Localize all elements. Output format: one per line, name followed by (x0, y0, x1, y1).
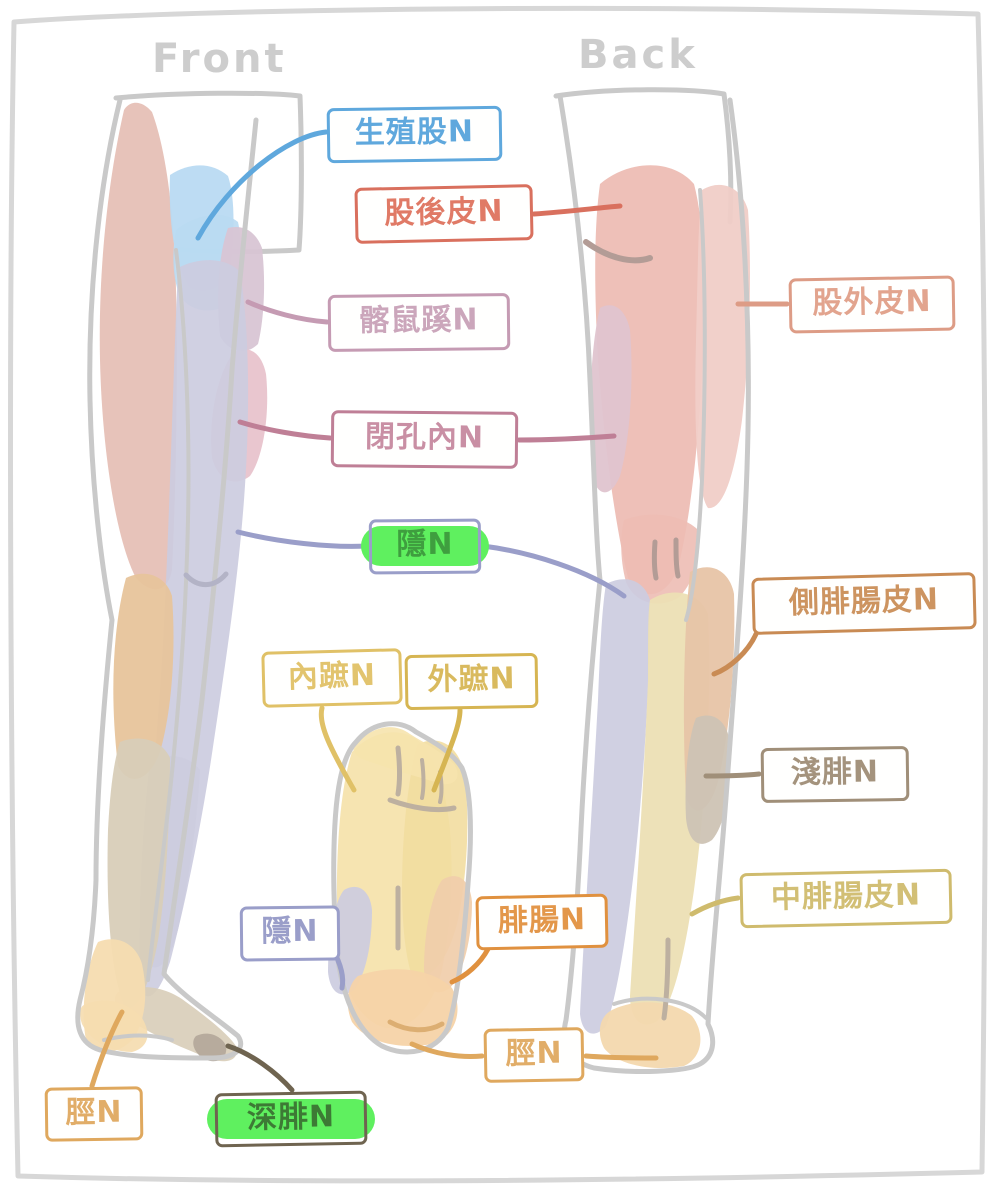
label-tibial-leg[interactable]: 脛N (44, 1086, 144, 1142)
page-frame (8, 5, 988, 1184)
back-superficial-peroneal-region (685, 715, 731, 844)
back-obturator-region (590, 305, 632, 493)
leader-saphenous-knee-right (480, 543, 627, 599)
label-superficial-peroneal[interactable]: 淺腓N (760, 745, 910, 804)
leader-deep-peroneal (225, 1043, 295, 1093)
leader-lines (89, 129, 790, 1093)
label-obturator[interactable]: 閉孔內N (330, 410, 519, 469)
label-posterior-femoral-cutaneous[interactable]: 股後皮N (354, 184, 534, 244)
sole-toe-line-2 (420, 758, 426, 800)
leader-obturator-back (516, 433, 617, 443)
leader-posterior-femoral-cutaneous (531, 203, 623, 217)
back-knee-crease-right (673, 537, 681, 579)
back-posterior-femoral-lower (621, 514, 700, 604)
leader-lateral-sural (711, 631, 759, 677)
leader-tibial-foot-left (409, 1041, 485, 1059)
leader-ilioinguinal (245, 299, 330, 325)
back-lateral-femoral-cutaneous-region (695, 184, 750, 509)
back-knee-crease-left (651, 539, 659, 581)
leader-tibial-foot-right (583, 1053, 659, 1061)
label-medial-sural-cutaneous[interactable]: 中腓腸皮N (739, 868, 953, 929)
leader-medial-plantar (318, 705, 357, 793)
sole-outline (331, 721, 473, 1055)
back-gluteal-fold (583, 239, 653, 264)
back-tibial-region (599, 1002, 701, 1068)
back-heel-outline (612, 996, 708, 1020)
front-deep-peroneal-region (193, 1033, 227, 1062)
leader-lateral-plantar (431, 707, 463, 793)
back-posterior-femoral-cutaneous-region (595, 165, 705, 595)
leader-obturator-front (237, 419, 333, 441)
label-sural[interactable]: 腓腸N (475, 893, 609, 951)
sole-ball-line (387, 797, 457, 813)
back-achilles-line (661, 937, 671, 1021)
back-shorts-outline (553, 87, 734, 225)
label-saphenous-knee[interactable]: 隱N (368, 518, 482, 575)
leader-sural (449, 946, 491, 985)
front-view-title: Front (152, 36, 287, 82)
deep-peroneal-highlight (207, 1099, 375, 1139)
label-lateral-plantar[interactable]: 外蹠N (404, 652, 539, 711)
label-medial-plantar[interactable]: 內蹠N (261, 648, 403, 708)
leader-medial-sural (689, 895, 741, 917)
label-deep-peroneal[interactable]: 深腓N (214, 1090, 368, 1148)
label-saphenous-foot[interactable]: 隱N (239, 905, 341, 962)
sole-toe-line-1 (395, 745, 402, 797)
back-view-title: Back (578, 32, 698, 78)
plantar-foot-figure (328, 721, 473, 1055)
back-leg-midline (684, 188, 707, 622)
back-leg-outline (557, 93, 751, 1074)
leader-superficial-peroneal (703, 771, 762, 779)
label-genitofemoral[interactable]: 生殖股N (326, 105, 503, 164)
saphenous-knee-highlight (361, 526, 489, 566)
front-leg-outline (75, 97, 259, 1061)
front-lateral-femoral-cutaneous-region (99, 102, 177, 590)
label-ilioinguinal[interactable]: 髂鼠蹊N (327, 293, 511, 352)
leader-genitofemoral (195, 129, 329, 241)
label-tibial-foot[interactable]: 脛N (483, 1027, 585, 1083)
sole-toes (353, 727, 458, 785)
leader-saphenous-knee-left (235, 529, 370, 549)
sole-heel-line (387, 1019, 445, 1033)
label-lateral-sural-cutaneous[interactable]: 側腓腸皮N (751, 572, 977, 635)
front-lateral-sural-region (113, 573, 174, 779)
leader-tibial-leg (89, 1009, 125, 1089)
front-leg-inner-outline (146, 248, 191, 982)
front-knee-crease (183, 571, 229, 588)
label-lateral-femoral-cutaneous[interactable]: 股外皮N (788, 275, 956, 334)
front-leg-figure (75, 90, 304, 1062)
